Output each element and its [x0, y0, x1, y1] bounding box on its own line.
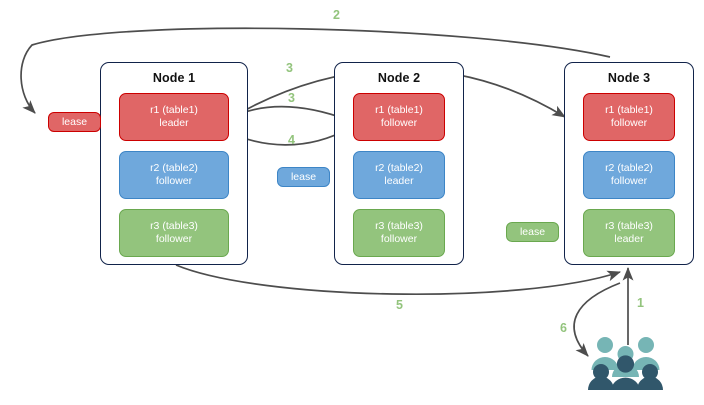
range-role: leader — [159, 117, 189, 129]
node-1-container[interactable]: Node 1 r1 (table1) leader r2 (table2) fo… — [100, 62, 248, 265]
people-group-icon-svg — [588, 337, 663, 390]
node-3-range-r3[interactable]: r3 (table3) leader — [583, 209, 675, 257]
step-label-2: 2 — [333, 8, 340, 22]
range-name: r2 (table2) — [375, 162, 423, 174]
range-role: follower — [610, 175, 648, 187]
range-name: r1 (table1) — [605, 104, 653, 116]
arrow-5 — [175, 264, 621, 296]
node-3-title: Node 3 — [607, 71, 651, 85]
node-2-range-r3[interactable]: r3 (table3) follower — [353, 209, 445, 257]
node-1-range-r2[interactable]: r2 (table2) follower — [119, 151, 229, 199]
step-label-5: 5 — [396, 298, 403, 312]
node-2-title: Node 2 — [377, 71, 421, 85]
range-name: r2 (table2) — [605, 162, 653, 174]
arrow-6 — [573, 282, 621, 357]
node-1-range-r1[interactable]: r1 (table1) leader — [119, 93, 229, 141]
node-2-container[interactable]: Node 2 r1 (table1) follower r2 (table2) … — [334, 62, 464, 265]
range-name: r1 (table1) — [375, 104, 423, 116]
node-3-range-r2[interactable]: r2 (table2) follower — [583, 151, 675, 199]
arrow-2 — [20, 27, 611, 114]
range-role: follower — [380, 233, 418, 245]
people-group-icon — [588, 334, 664, 390]
range-role: follower — [155, 175, 193, 187]
node-2-range-r2[interactable]: r2 (table2) leader — [353, 151, 445, 199]
range-name: r1 (table1) — [150, 104, 198, 116]
node-1-title: Node 1 — [152, 71, 196, 85]
node-1-range-r3[interactable]: r3 (table3) follower — [119, 209, 229, 257]
step-label-4: 4 — [288, 133, 295, 147]
lease-badge-r1[interactable]: lease — [48, 112, 101, 132]
range-role: follower — [380, 117, 418, 129]
step-label-1: 1 — [637, 296, 644, 310]
range-name: r3 (table3) — [375, 220, 423, 232]
lease-badge-r2[interactable]: lease — [277, 167, 330, 187]
range-name: r3 (table3) — [605, 220, 653, 232]
node-3-container[interactable]: Node 3 r1 (table1) follower r2 (table2) … — [564, 62, 694, 265]
node-3-range-r1[interactable]: r1 (table1) follower — [583, 93, 675, 141]
node-2-range-r1[interactable]: r1 (table1) follower — [353, 93, 445, 141]
range-name: r2 (table2) — [150, 162, 198, 174]
step-label-3b: 3 — [288, 91, 295, 105]
range-role: follower — [610, 117, 648, 129]
range-name: r3 (table3) — [150, 220, 198, 232]
range-role: leader — [614, 233, 644, 245]
step-label-3a: 3 — [286, 61, 293, 75]
range-role: leader — [384, 175, 414, 187]
lease-badge-r3[interactable]: lease — [506, 222, 559, 242]
step-label-6: 6 — [560, 321, 567, 335]
range-role: follower — [155, 233, 193, 245]
